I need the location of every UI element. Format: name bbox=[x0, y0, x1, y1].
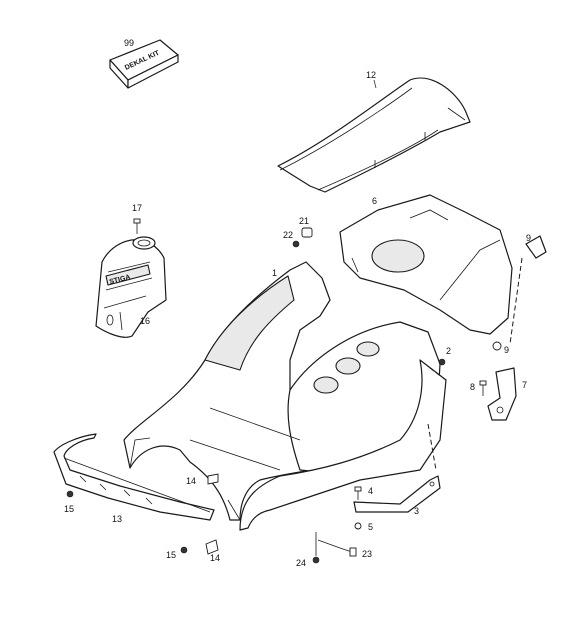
callout-9-lower: 9 bbox=[504, 345, 509, 355]
callout-3: 3 bbox=[414, 506, 419, 516]
side-cover-16: STIGA bbox=[95, 236, 167, 338]
callout-23: 23 bbox=[362, 549, 372, 559]
body-shell-1 bbox=[123, 261, 447, 531]
stiga-logo: STIGA bbox=[109, 274, 131, 286]
callout-21: 21 bbox=[299, 216, 309, 226]
callout-24: 24 bbox=[296, 558, 306, 568]
callout-99: 99 bbox=[124, 38, 134, 48]
callout-6: 6 bbox=[372, 196, 377, 206]
screw-15-lower bbox=[180, 546, 188, 554]
callout-14-lower: 14 bbox=[210, 553, 220, 563]
callout-22: 22 bbox=[283, 230, 293, 240]
callout-15-left: 15 bbox=[64, 504, 74, 514]
screw-8 bbox=[479, 380, 487, 396]
callout-7: 7 bbox=[522, 380, 527, 390]
callout-1: 1 bbox=[272, 268, 277, 278]
clip-21 bbox=[301, 227, 313, 238]
callout-4: 4 bbox=[368, 486, 373, 496]
callout-16: 16 bbox=[140, 316, 150, 326]
callout-5: 5 bbox=[368, 522, 373, 532]
screw-17 bbox=[133, 218, 141, 234]
clip-14-lower bbox=[205, 539, 219, 555]
callout-17: 17 bbox=[132, 203, 142, 213]
bracket-7 bbox=[487, 367, 517, 421]
callout-13: 13 bbox=[112, 514, 122, 524]
top-lid bbox=[277, 77, 471, 193]
decal-kit-box: DEKAL KIT bbox=[109, 39, 179, 89]
callout-15-lower: 15 bbox=[166, 550, 176, 560]
spring-23 bbox=[317, 539, 357, 557]
callout-14-upper: 14 bbox=[186, 476, 196, 486]
plug-9-lower bbox=[492, 341, 502, 351]
bracket-arm-3 bbox=[353, 475, 441, 513]
plug-9-upper bbox=[525, 235, 547, 259]
screw-24 bbox=[312, 532, 320, 564]
callout-8: 8 bbox=[470, 382, 475, 392]
callout-9-upper: 9 bbox=[526, 233, 531, 243]
screw-4 bbox=[354, 486, 362, 500]
screw-22 bbox=[292, 240, 300, 248]
front-bumper-13 bbox=[53, 433, 215, 521]
callout-2: 2 bbox=[446, 346, 451, 356]
nut-5 bbox=[354, 522, 362, 530]
dashboard-panel-6 bbox=[339, 194, 513, 335]
screw-2 bbox=[438, 358, 446, 366]
callout-12: 12 bbox=[366, 70, 376, 80]
clip-14-upper bbox=[207, 473, 219, 485]
screw-15-left bbox=[66, 490, 74, 498]
